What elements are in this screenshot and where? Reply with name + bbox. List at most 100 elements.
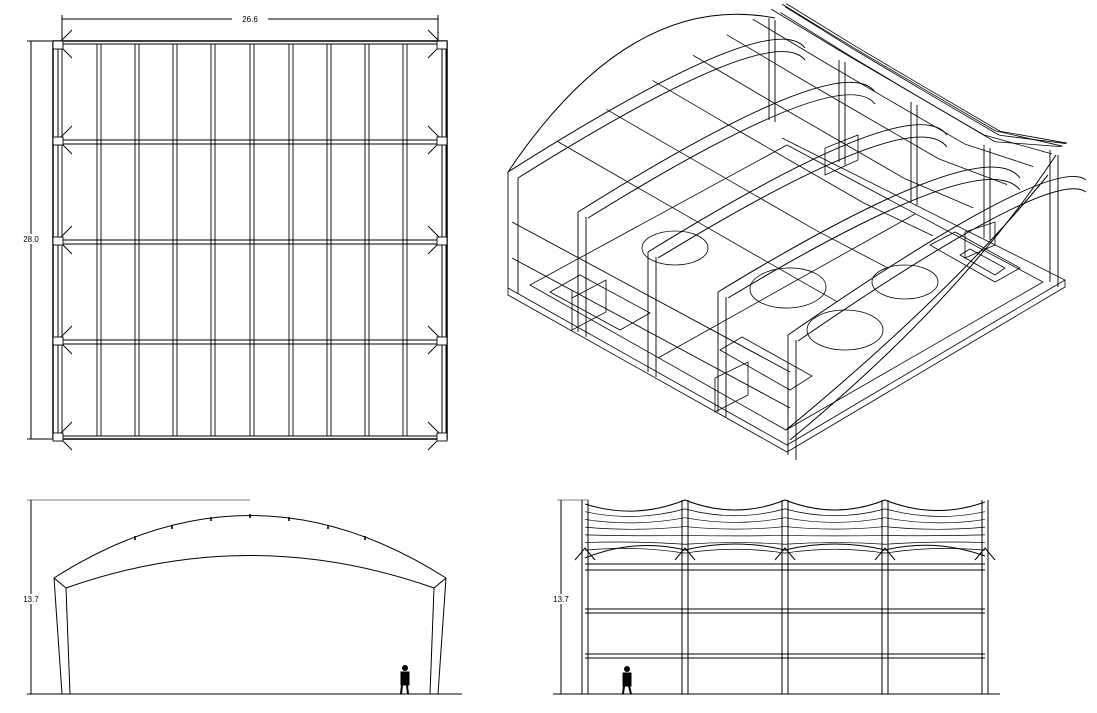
side-column <box>681 500 689 694</box>
roof-purlin <box>780 12 851 57</box>
roof-purlin <box>692 54 764 97</box>
isometric-drawing <box>507 3 1087 460</box>
roof-purlin <box>965 143 1034 167</box>
roof-purlin <box>999 130 1068 144</box>
right-end-column <box>1049 150 1059 287</box>
side-roof-profile <box>584 499 986 512</box>
roof-purlin <box>927 88 1001 132</box>
front-height-label: 13.7 <box>23 595 39 604</box>
court-key-right <box>929 231 1021 283</box>
side-column <box>581 500 589 694</box>
front-arch-inner <box>65 555 435 589</box>
plan-width-label: 26.6 <box>242 15 258 24</box>
front-left-column <box>53 577 71 695</box>
side-roof-purlin <box>584 517 686 524</box>
goal-back <box>824 134 859 176</box>
roof-purlin <box>863 202 933 237</box>
roof-purlin <box>696 221 768 263</box>
roof-purlin <box>606 109 677 151</box>
front-arch-outer <box>53 515 447 579</box>
roof-purlin <box>792 161 864 204</box>
isometric-view <box>490 0 1090 470</box>
roof-purlin <box>770 8 842 52</box>
goal-right <box>964 221 996 259</box>
roof-purlin <box>652 80 723 122</box>
court-center-circle <box>749 267 827 309</box>
side-columns <box>574 500 996 694</box>
roof-purlin <box>676 149 748 191</box>
roof-outline-front <box>789 154 1057 441</box>
roof-arch <box>647 124 948 253</box>
roof-purlin <box>921 98 996 143</box>
side-roof-purlin <box>584 526 686 530</box>
court-outline <box>529 144 1044 431</box>
court-circle-left <box>641 230 709 266</box>
roof-purlin <box>854 49 927 94</box>
goal-left <box>571 279 607 331</box>
left-end-column <box>507 172 519 294</box>
scale-figure-side <box>622 666 632 695</box>
roof-purlin <box>938 158 1008 186</box>
roof-purlin <box>850 55 923 100</box>
roof-purlins <box>556 3 1068 302</box>
roof-arch <box>787 176 1087 336</box>
front-columns <box>577 212 797 460</box>
roof-purlin <box>786 3 857 47</box>
front-column <box>787 335 797 460</box>
scale-figure-front <box>400 665 410 695</box>
roof-purlin <box>817 230 887 268</box>
roof-outline-back <box>507 13 776 173</box>
roof-purlin <box>904 178 974 209</box>
roof-purlin <box>556 140 627 182</box>
front-column <box>577 212 587 337</box>
side-roof-purlin <box>584 541 686 545</box>
side-roof-purlins <box>584 508 986 554</box>
roof-purlin <box>781 3 853 48</box>
side-girt-lower <box>585 653 985 659</box>
roof-purlin <box>796 76 868 118</box>
roof-purlin <box>926 92 1000 136</box>
side-column <box>881 500 889 694</box>
front-elevation: 13.7 <box>0 488 470 713</box>
plan-beams <box>53 139 447 345</box>
roof-purlin <box>856 46 928 90</box>
side-column <box>981 500 989 694</box>
side-roof-purlin <box>584 534 686 537</box>
roof-purlin <box>822 60 895 104</box>
roof-purlin <box>923 88 996 132</box>
front-elevation-drawing: 13.7 <box>22 499 462 695</box>
plan-view: 26.6 28.0 <box>0 0 470 460</box>
front-column <box>717 292 727 417</box>
plan-columns <box>52 29 448 451</box>
roof-purlin <box>762 96 834 138</box>
roof-purlin <box>999 134 1066 144</box>
goal-front <box>714 361 749 413</box>
plan-length-label: 28.0 <box>23 235 39 244</box>
side-rail-upper <box>511 221 791 373</box>
front-column <box>647 252 657 377</box>
roof-arch <box>717 166 1021 293</box>
roof-purlin <box>995 130 1063 147</box>
side-eave-beam <box>585 563 985 571</box>
roof-purlin <box>893 102 966 145</box>
roof-arch <box>507 38 806 173</box>
roof-arch <box>577 81 876 213</box>
front-right-column <box>429 577 447 695</box>
side-roof-purlin <box>584 508 686 517</box>
roof-purlin <box>746 190 818 232</box>
court-circle-front <box>806 309 884 351</box>
side-elevation: 13.7 <box>540 488 1010 713</box>
roof-purlin <box>867 117 939 160</box>
court-halfway-line <box>657 213 916 359</box>
roof-purlin <box>726 34 797 77</box>
side-elevation-drawing: 13.7 <box>552 499 1000 695</box>
roof-purlin <box>626 181 698 222</box>
roof-arches <box>507 13 1087 441</box>
side-height-label: 13.7 <box>553 595 569 604</box>
roof-purlin <box>994 141 1062 147</box>
side-roof-purlin <box>584 548 686 554</box>
roof-purlin <box>851 46 924 90</box>
side-girt-middle <box>585 608 985 614</box>
side-column <box>781 500 789 694</box>
floor-slab <box>507 137 1066 446</box>
